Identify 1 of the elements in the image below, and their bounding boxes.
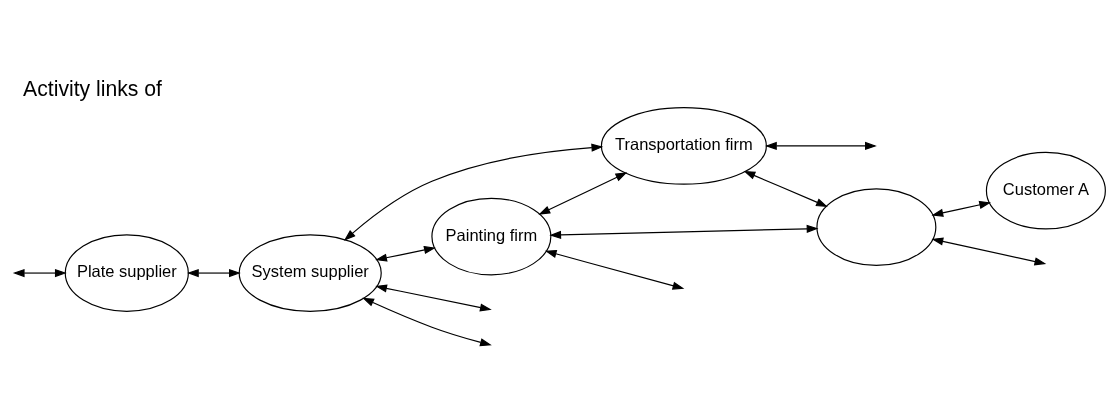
diagram-title: Activity links of bbox=[23, 77, 162, 101]
